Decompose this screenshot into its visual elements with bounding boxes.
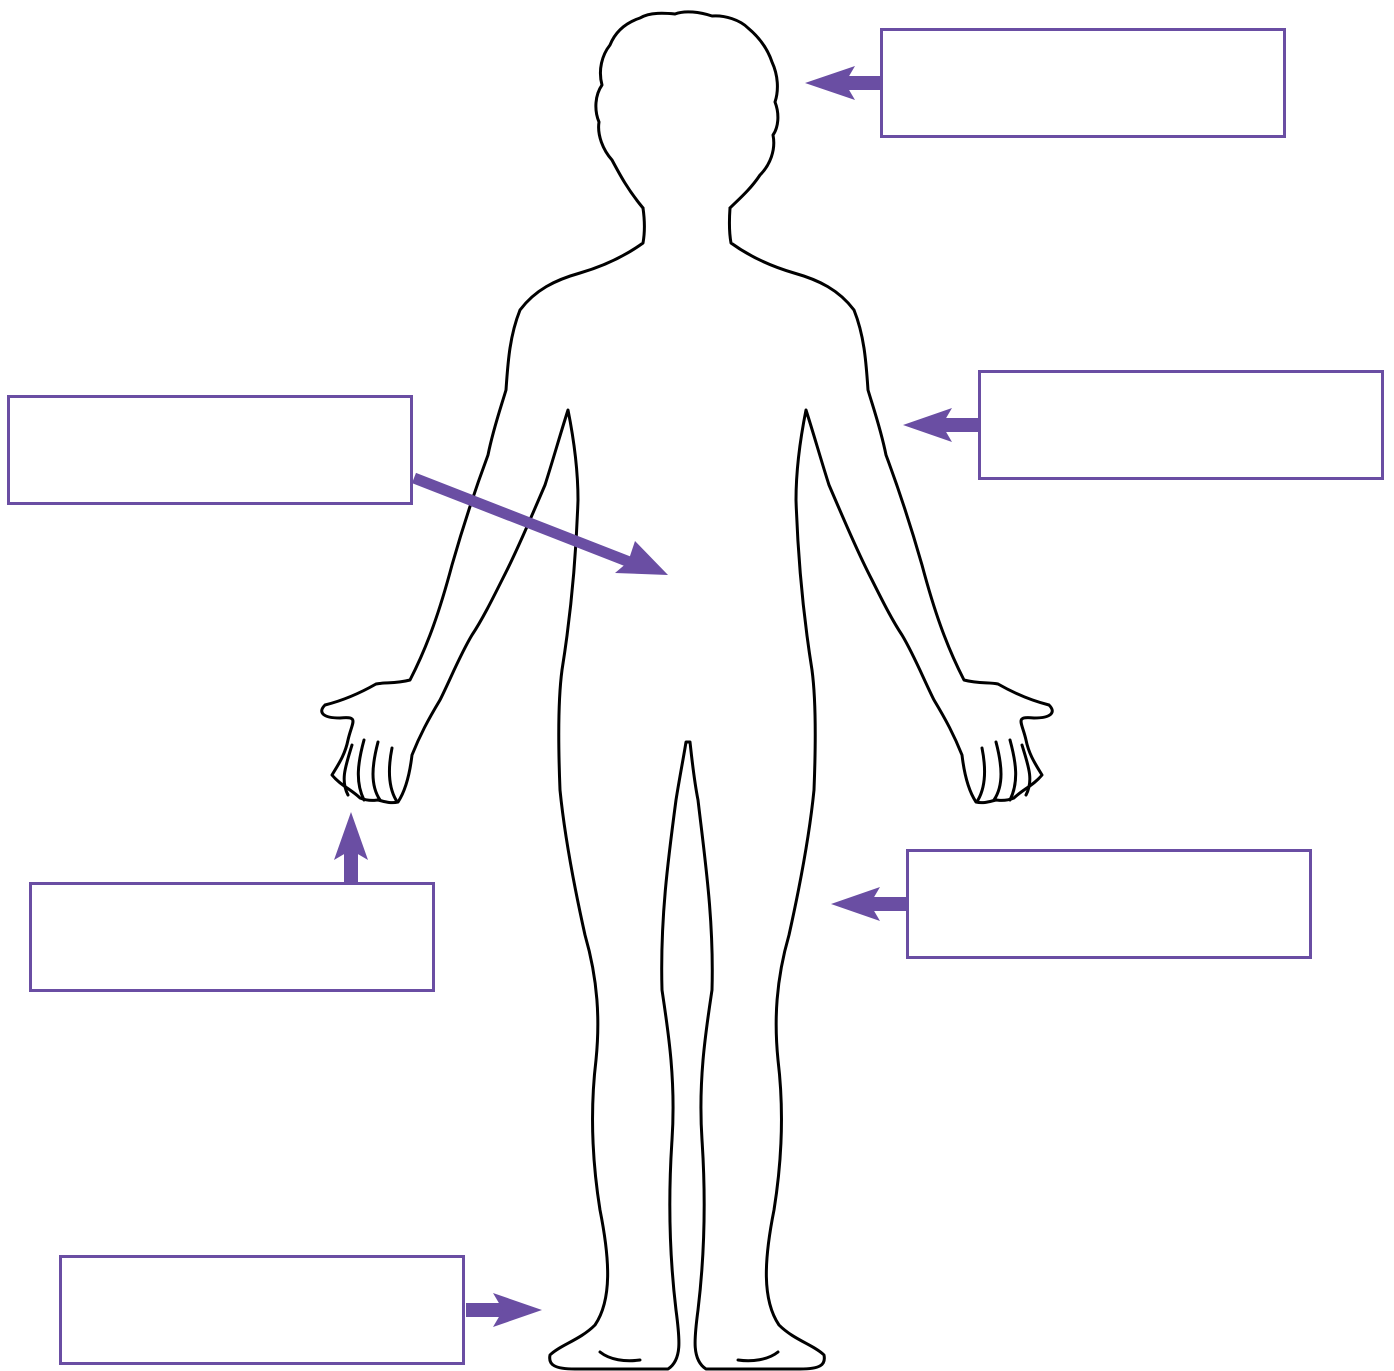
label-box-torso[interactable] [7, 395, 413, 505]
label-box-hand[interactable] [29, 882, 435, 992]
head-outline [596, 12, 778, 208]
label-box-leg[interactable] [906, 849, 1312, 959]
label-box-arm[interactable] [978, 370, 1384, 480]
arrow-arm [903, 408, 978, 442]
label-box-foot[interactable] [59, 1255, 465, 1365]
arrow-hand [334, 812, 368, 882]
toe-lines [600, 1352, 778, 1361]
label-box-head[interactable] [880, 28, 1286, 138]
arrow-leg [831, 887, 906, 921]
arrow-head [805, 66, 880, 100]
arrow-foot [466, 1293, 542, 1327]
torso-and-limbs-outline [322, 208, 1053, 1369]
body-outline [322, 12, 1053, 1369]
